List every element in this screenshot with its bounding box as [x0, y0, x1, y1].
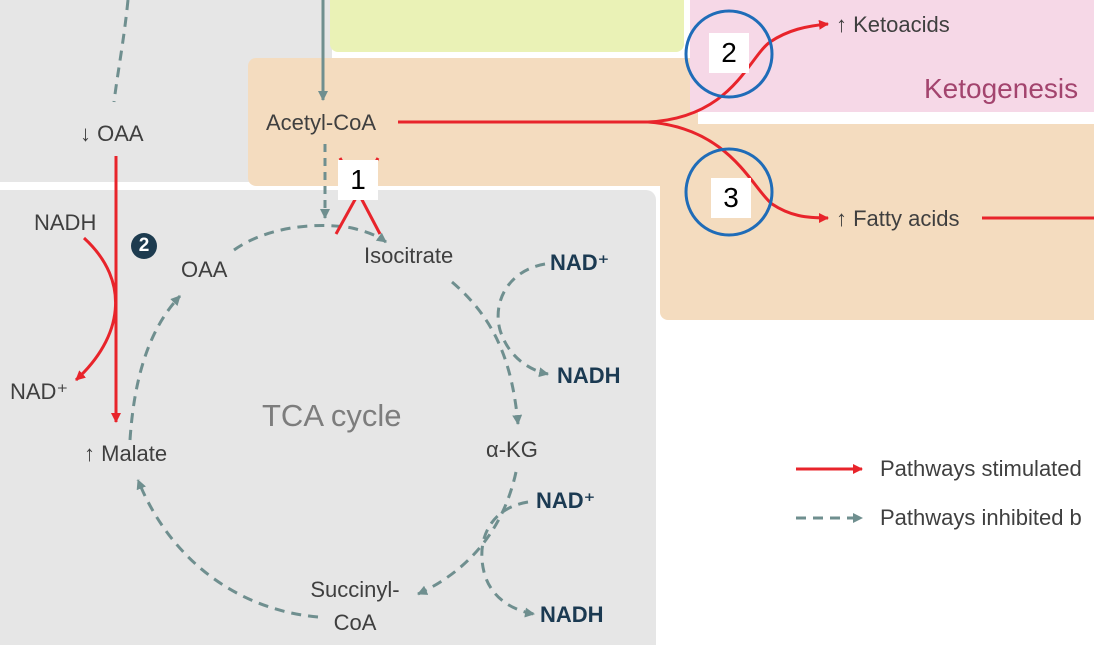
- stimulated-arrow-fatty-acids: [647, 120, 829, 223]
- succinyl-coa-label-1: Succinyl-: [310, 577, 400, 602]
- cycle-arc-akg-succinyl: [417, 471, 518, 596]
- nad-label-1: NAD⁺: [550, 250, 610, 275]
- stimulated-arrow-nadh-nad: [74, 236, 117, 382]
- cycle-arc-succinyl-malate: [136, 479, 319, 619]
- cycle-arc-malate-oaa: [128, 294, 182, 441]
- isocitrate-label: Isocitrate: [364, 243, 454, 268]
- cycle-side-nad-nadh-1: [496, 262, 549, 378]
- nadh-left-label: NADH: [34, 210, 97, 235]
- oaa-cycle-label: OAA: [181, 257, 228, 282]
- marker-number-1: 1: [338, 160, 378, 200]
- tca-panel: [0, 190, 656, 645]
- top-yellow-panel: [330, 0, 684, 52]
- tca-cycle-label: TCA cycle: [262, 398, 402, 433]
- marker-number-2: 2: [709, 33, 749, 73]
- stimulated-arrow-ketoacids: [647, 19, 829, 124]
- cycle-side-nad-nadh-2: [480, 500, 535, 618]
- nad-left-label: NAD⁺: [10, 379, 69, 404]
- legend-inhibited-label: Pathways inhibited b: [880, 505, 1082, 530]
- nadh-label-1: NADH: [557, 363, 621, 388]
- marker-number-3: 3: [711, 178, 751, 218]
- legend-stimulated-label: Pathways stimulated: [880, 456, 1082, 481]
- ketoacids-label: ↑ Ketoacids: [836, 12, 950, 37]
- oaa-top-label: ↓ OAA: [80, 121, 144, 146]
- step-badge: 2: [131, 233, 157, 259]
- inhibited-arrow-oaa-top: [112, 0, 130, 103]
- akg-label: α-KG: [486, 437, 538, 462]
- nadh-label-2: NADH: [540, 602, 604, 627]
- fatty-acids-label: ↑ Fatty acids: [836, 206, 960, 231]
- acetyl-coa-label: Acetyl-CoA: [266, 110, 377, 135]
- ketogenesis-label: Ketogenesis: [924, 73, 1079, 104]
- circle-highlight-icon: [684, 147, 774, 237]
- malate-label: ↑ Malate: [84, 441, 168, 466]
- circle-highlight-icon: [684, 9, 774, 99]
- cycle-arc-isocitrate-akg: [451, 280, 523, 425]
- ketogenesis-panel: [690, 0, 1094, 112]
- succinyl-coa-label-2: CoA: [333, 610, 377, 635]
- nad-label-2: NAD⁺: [536, 488, 596, 513]
